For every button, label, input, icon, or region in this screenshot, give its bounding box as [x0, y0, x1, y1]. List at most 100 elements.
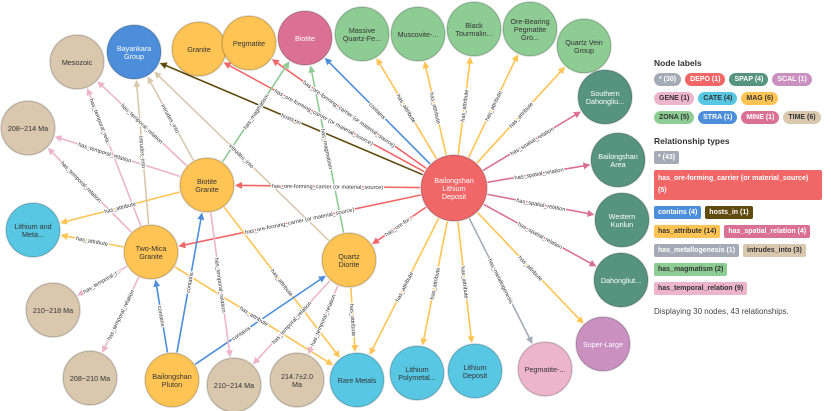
relationship-line[interactable]	[457, 61, 471, 155]
relationship-has-temporal-relation[interactable]	[77, 265, 128, 296]
relationship-has-attribute[interactable]	[350, 287, 359, 353]
relationship-has-attribute[interactable]	[174, 266, 334, 366]
relationship-line[interactable]	[227, 64, 425, 173]
relationship-line[interactable]	[327, 60, 431, 165]
relationship-line[interactable]	[482, 113, 578, 172]
node-circle[interactable]	[221, 15, 277, 71]
rel-type-has-spatial-relation[interactable]: has_spatial_relation (4)	[724, 225, 811, 238]
node-circle[interactable]	[62, 350, 118, 406]
relationship-line[interactable]	[100, 84, 188, 167]
node-t210218[interactable]: 210~218 Ma	[25, 282, 81, 338]
relationship-contains[interactable]	[194, 275, 326, 365]
relationship-line[interactable]	[483, 203, 593, 265]
relationship-line[interactable]	[422, 221, 449, 341]
node-label-cate[interactable]: CATE (4)	[698, 92, 738, 105]
relationship-line[interactable]	[309, 285, 339, 351]
relationship-line[interactable]	[487, 164, 586, 184]
node-label-all[interactable]: * (30)	[654, 73, 682, 86]
relationship-line[interactable]	[64, 191, 181, 223]
node-circle[interactable]	[321, 232, 377, 288]
node-superl[interactable]: Super-Large	[575, 316, 631, 372]
node-circle[interactable]	[502, 1, 558, 57]
node-circle[interactable]	[144, 352, 200, 408]
node-pegg[interactable]: Pegmatite-...	[517, 341, 573, 397]
rel-type-contains[interactable]: contains (4)	[654, 206, 702, 219]
node-circle[interactable]	[593, 252, 649, 308]
relationship-has-spatial-relation[interactable]	[482, 111, 582, 172]
relationship-has-attribute[interactable]	[476, 212, 584, 324]
relationship-has-ore-forming-carrier-or-material-source[interactable]	[271, 59, 427, 170]
relationship-has-attribute[interactable]	[457, 56, 474, 155]
relationship-has-attribute[interactable]	[60, 232, 124, 248]
relationship-has-attribute[interactable]	[476, 66, 566, 164]
relationship-line[interactable]	[310, 70, 345, 233]
relationship-line[interactable]	[209, 212, 231, 353]
node-label-gene[interactable]: GENE (1)	[654, 92, 695, 105]
node-label-spap[interactable]: SPAP (4)	[729, 73, 769, 86]
relationship-line[interactable]	[255, 280, 331, 362]
relationship-intrudes-into[interactable]	[154, 71, 330, 242]
node-dah[interactable]: Dahongliut...	[593, 252, 649, 308]
node-label-stra[interactable]: STRA (1)	[698, 111, 738, 124]
node-circle[interactable]	[556, 18, 612, 74]
relationship-has-spatial-relation[interactable]	[483, 203, 597, 267]
node-circle[interactable]	[446, 1, 502, 57]
node-circle[interactable]	[420, 154, 488, 222]
node-circle[interactable]	[517, 341, 573, 397]
node-circle[interactable]	[206, 357, 262, 411]
relationship-has-attribute[interactable]	[422, 61, 448, 156]
rel-type-ore-forming-carrier[interactable]: has_ore-forming_carrier (or material_sou…	[654, 170, 822, 200]
relationship-line[interactable]	[457, 221, 473, 339]
rel-type-has-magmatism[interactable]: has_magmatism (2)	[654, 263, 728, 276]
node-circle[interactable]	[575, 316, 631, 372]
node-t210214[interactable]: 210~214 Ma	[206, 357, 262, 411]
relationship-line[interactable]	[424, 65, 448, 156]
node-circle[interactable]	[179, 157, 235, 213]
node-t208214[interactable]: 208~214 Ma	[0, 100, 56, 156]
node-circle[interactable]	[329, 352, 385, 408]
node-circle[interactable]	[590, 132, 646, 188]
rel-type-has-metallogenesis[interactable]: has_metallogenesis (1)	[654, 244, 740, 257]
node-rare[interactable]: Rare Metals	[329, 352, 385, 408]
relationship-line[interactable]	[88, 92, 142, 227]
relationship-line[interactable]	[103, 276, 140, 349]
relationship-line[interactable]	[80, 265, 128, 294]
relationship-has-temporal-relation[interactable]	[252, 280, 331, 365]
node-t208210[interactable]: 208~210 Ma	[62, 350, 118, 406]
relationship-line[interactable]	[476, 212, 581, 321]
relationship-line[interactable]	[194, 277, 323, 365]
node-circle[interactable]	[594, 192, 650, 248]
relationship-has-attribute[interactable]	[467, 54, 519, 158]
relationship-has-temporal-relation[interactable]	[47, 147, 132, 233]
relationship-intrudes-into[interactable]	[147, 76, 195, 161]
rel-type-hosts-in[interactable]: hosts_in (1)	[705, 206, 753, 219]
relationship-line[interactable]	[378, 61, 438, 160]
relationship-contains[interactable]	[153, 279, 169, 353]
relationship-line[interactable]	[183, 194, 421, 246]
node-circle[interactable]	[106, 24, 162, 80]
relationship-has-temporal-relation[interactable]	[54, 135, 181, 178]
relationship-has-ore-forming-carrier-or-material-source[interactable]	[234, 181, 421, 189]
node-circle[interactable]	[447, 343, 503, 399]
relationship-line[interactable]	[155, 284, 169, 353]
node-label-mag[interactable]: MAG (6)	[741, 92, 779, 105]
node-circle[interactable]	[277, 10, 333, 66]
node-biotite[interactable]: Biotite	[277, 10, 333, 66]
relationship-has-attribute[interactable]	[60, 191, 181, 225]
node-label-scal[interactable]: SCAL (1)	[772, 73, 812, 86]
node-label-depo[interactable]: DEPO (1)	[685, 73, 726, 86]
relationship-hosts-in[interactable]	[159, 62, 424, 176]
relationship-has-spatial-relation[interactable]	[487, 162, 591, 184]
relationship-has-temporal-relation[interactable]	[209, 212, 233, 358]
